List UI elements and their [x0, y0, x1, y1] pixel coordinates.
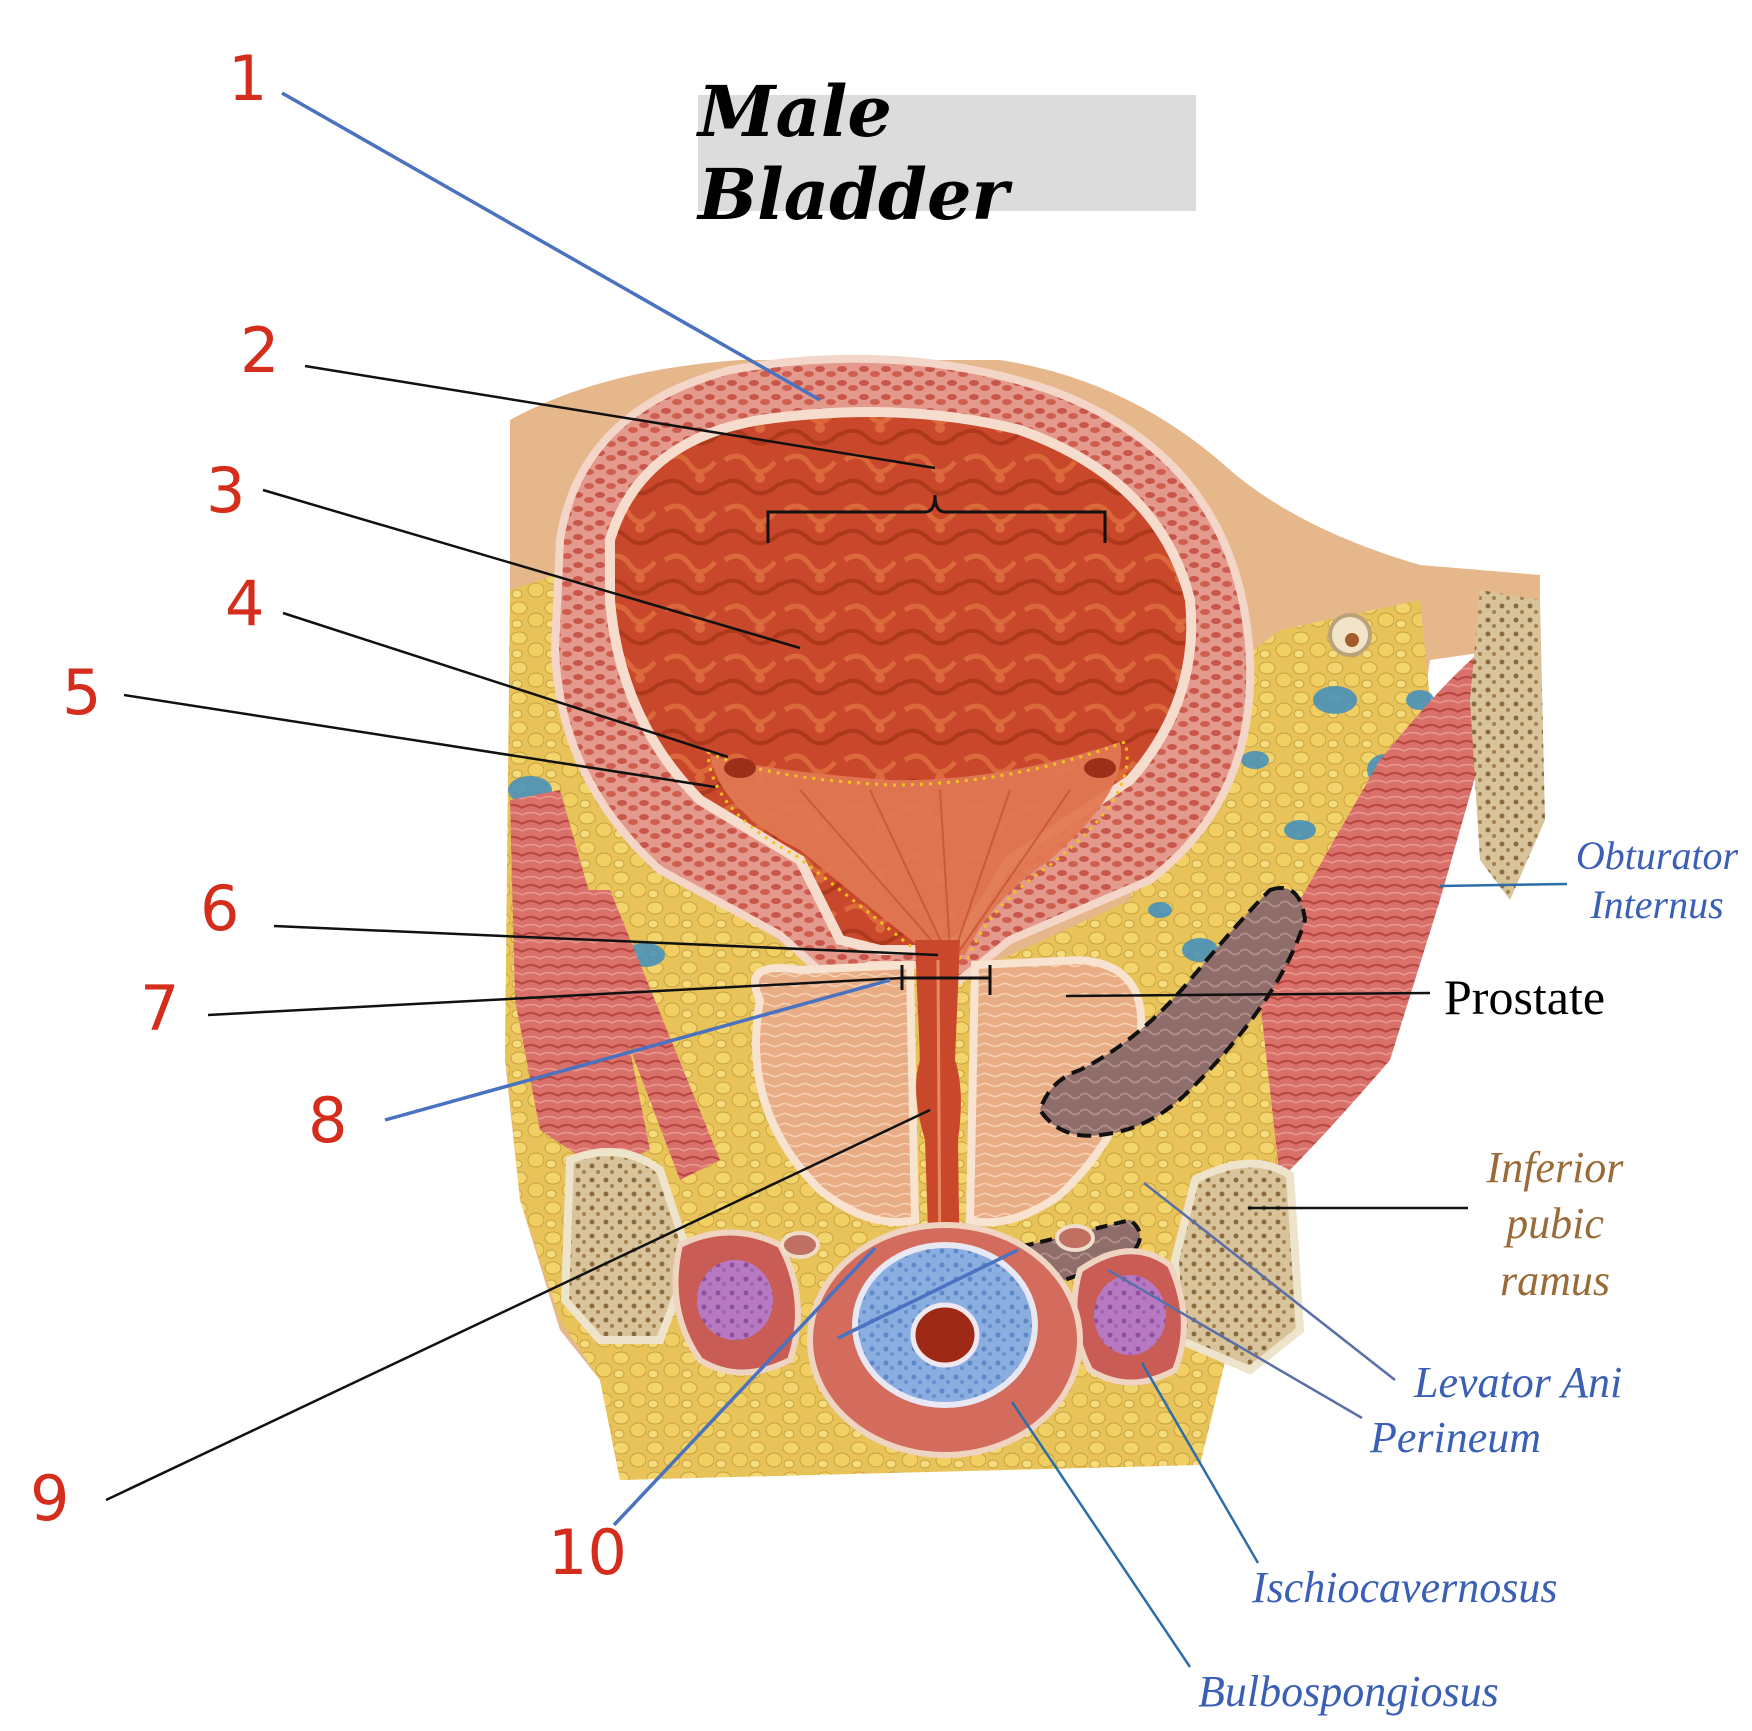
- number-2: 2: [240, 314, 280, 387]
- number-10: 10: [548, 1516, 627, 1589]
- leader-7: [207, 976, 903, 1017]
- leader-6: [273, 924, 939, 957]
- number-5: 5: [62, 656, 102, 729]
- leader-perineum: [1107, 1268, 1363, 1420]
- right-bone: [1470, 590, 1545, 900]
- ureter-opening-right: [1084, 758, 1116, 778]
- number-7: 7: [140, 972, 180, 1045]
- leader-10a: [612, 1246, 877, 1527]
- leader-obturator: [1439, 882, 1568, 888]
- leader-2: [304, 364, 936, 470]
- urethra-bulb-lumen: [910, 1302, 980, 1368]
- label-pubic-line2: pubic: [1506, 1199, 1604, 1249]
- title-box: Male Bladder: [698, 70, 1196, 236]
- label-prostate: Prostate: [1444, 969, 1606, 1025]
- number-4: 4: [225, 567, 265, 640]
- number-9: 9: [30, 1462, 70, 1535]
- page-title: Male Bladder: [698, 70, 1009, 236]
- number-6: 6: [200, 872, 240, 945]
- leader-3: [262, 488, 801, 650]
- trigone: [710, 742, 1122, 955]
- label-pubic-line3: ramus: [1499, 1255, 1611, 1305]
- label-levator-ani: Levator Ani: [1414, 1358, 1623, 1407]
- label-obturator-line1: Obturator: [1575, 833, 1739, 878]
- leader-8: [384, 978, 891, 1122]
- leader-prostate: [1065, 991, 1431, 998]
- inferior-pubic-ramus-right: [1170, 1159, 1305, 1375]
- leader-9: [105, 1108, 931, 1502]
- leader-levator: [1143, 1182, 1396, 1381]
- detrusor-bracket: [766, 494, 1107, 543]
- inferior-pubic-ramus-left: [560, 1148, 695, 1344]
- levator-ani-muscle: [1037, 886, 1308, 1138]
- obturator-internus-muscle: [1260, 640, 1500, 1180]
- number-3: 3: [206, 454, 246, 527]
- leader-lines: [105, 91, 1568, 1668]
- ureter-opening-left: [724, 758, 756, 778]
- label-obturator-internus: Obturator Internus: [1562, 832, 1752, 930]
- prostate-left-lobe: [751, 960, 920, 1226]
- leader-5: [123, 693, 716, 789]
- leader-bulbo: [1010, 1401, 1192, 1668]
- label-perineum: Perineum: [1370, 1413, 1542, 1462]
- label-pubic-line1: Inferior: [1486, 1143, 1624, 1192]
- leader-10b: [837, 1248, 1019, 1340]
- leader-4: [282, 611, 729, 759]
- label-inferior-pubic-ramus: Inferior pubic ramus: [1460, 1140, 1650, 1309]
- label-ischiocavernosus: Ischiocavernosus: [1252, 1563, 1558, 1612]
- label-obturator-line2: Internus: [1590, 881, 1724, 927]
- number-8: 8: [308, 1084, 348, 1157]
- label-bulbospongiosus: Bulbospongiosus: [1198, 1667, 1499, 1716]
- neck-bracket: [900, 965, 992, 995]
- number-1: 1: [228, 42, 268, 115]
- leader-ischio: [1140, 1362, 1260, 1564]
- left-muscle-inner: [570, 890, 720, 1180]
- leader-1: [281, 91, 821, 402]
